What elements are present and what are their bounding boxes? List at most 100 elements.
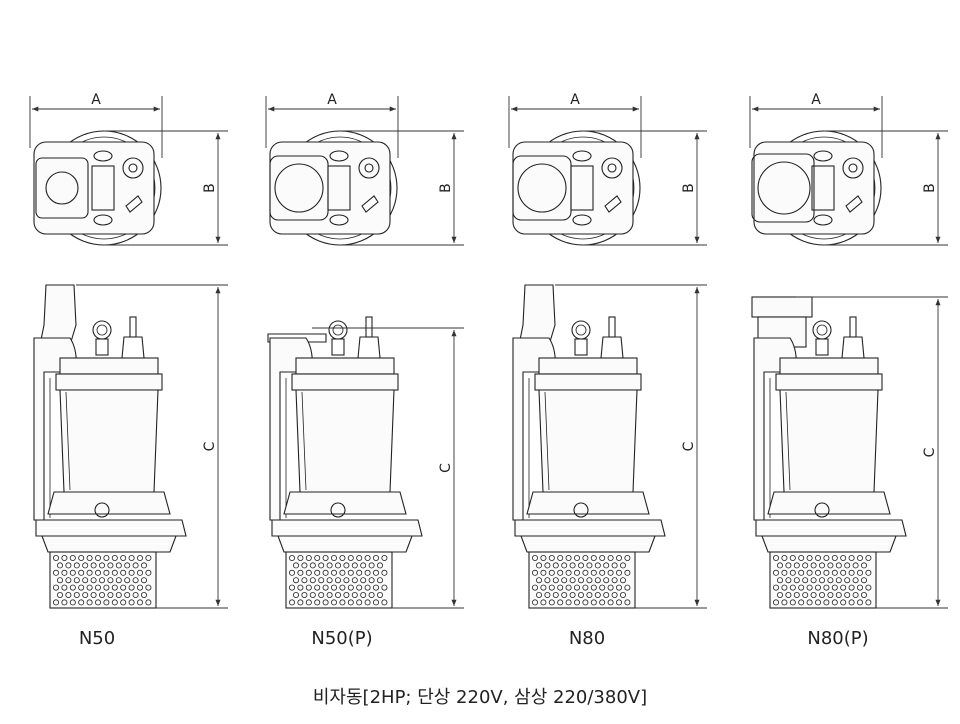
strainer-hole (594, 577, 601, 584)
motor-box (91, 165, 115, 211)
discharge-riser (518, 284, 556, 346)
strainer-hole (773, 569, 780, 576)
strainer-hole (574, 555, 581, 562)
strainer (761, 535, 897, 609)
bolt-lug-icon (94, 502, 110, 518)
eye-bolt-hole (96, 324, 108, 336)
strainer-hole (865, 555, 872, 562)
strainer-hole (57, 562, 64, 569)
strainer-hole (343, 592, 350, 599)
strainer-hole (865, 584, 872, 591)
handle-slot (361, 195, 379, 213)
strainer-hole (781, 555, 788, 562)
top-plate (295, 357, 395, 375)
strainer-hole (819, 577, 826, 584)
strainer-hole (582, 599, 589, 606)
strainer-hole (536, 577, 543, 584)
strainer-hole (124, 562, 131, 569)
strainer-hole (364, 569, 371, 576)
strainer-hole (330, 599, 337, 606)
strainer-hole (574, 599, 581, 606)
lower-housing (283, 491, 407, 515)
strainer-hole (356, 599, 363, 606)
strainer-hole (540, 599, 547, 606)
bolt-bottom (572, 214, 592, 226)
side-view: C (751, 296, 948, 609)
strainer-hole (624, 599, 631, 606)
strainer-hole (330, 584, 337, 591)
strainer-hole (582, 569, 589, 576)
strainer-hole (53, 569, 60, 576)
strainer-hole (82, 562, 89, 569)
strainer-hole (773, 599, 780, 606)
strainer-hole (590, 584, 597, 591)
strainer-hole (305, 584, 312, 591)
strainer-hole (140, 592, 147, 599)
strainer-hole (578, 562, 585, 569)
dim-b-label: B (681, 183, 697, 193)
strainer-hole (594, 592, 601, 599)
strainer-hole (368, 562, 375, 569)
strainer-hole (326, 562, 333, 569)
strainer-hole (844, 592, 851, 599)
strainer-hole (599, 584, 606, 591)
strainer-hole (844, 577, 851, 584)
motor-box (570, 165, 594, 211)
strainer-hole (376, 577, 383, 584)
strainer-hole (136, 584, 143, 591)
motor-edge (785, 391, 791, 491)
top-plate (538, 357, 638, 375)
strainer-hole (314, 569, 321, 576)
flange-ring (775, 373, 883, 391)
eye-bolt-hole (575, 324, 587, 336)
model-caption: N80 (569, 628, 605, 649)
strainer-hole (861, 592, 868, 599)
side-view: C (267, 316, 464, 609)
strainer-hole (145, 584, 152, 591)
strainer-hole (620, 592, 627, 599)
base-plate (514, 519, 666, 537)
strainer-hole (599, 599, 606, 606)
cable-gland-icon (601, 157, 623, 179)
strainer-hole (53, 599, 60, 606)
strainer-hole (552, 577, 559, 584)
strainer-hole (848, 584, 855, 591)
bolt-bottom (93, 214, 113, 226)
strainer-hole (297, 584, 304, 591)
strainer-hole (334, 562, 341, 569)
strainer-hole (540, 584, 547, 591)
strainer-hole (132, 562, 139, 569)
top-view: AB (749, 92, 948, 246)
strainer-hole (793, 592, 800, 599)
strainer-hole (57, 592, 64, 599)
eye-bolt-icon (328, 320, 348, 340)
strainer-hole (364, 599, 371, 606)
cable-gland-center (128, 163, 138, 173)
strainer-hole (544, 562, 551, 569)
strainer-hole (99, 577, 106, 584)
strainer-hole (532, 599, 539, 606)
strainer-hole (111, 584, 118, 591)
strainer-hole (840, 584, 847, 591)
bolt-lug-icon (814, 502, 830, 518)
strainer-hole (540, 555, 547, 562)
dim-c-label: C (922, 447, 938, 457)
eye-bolt-hole (816, 324, 828, 336)
strainer-hole (339, 584, 346, 591)
strainer-hole (802, 577, 809, 584)
eye-bolt-icon (571, 320, 591, 340)
strainer-hole (777, 577, 784, 584)
strainer-hole (360, 577, 367, 584)
strainer-hole (73, 577, 80, 584)
discharge-port (517, 163, 567, 213)
base-plate (755, 519, 907, 537)
strainer-hole (145, 569, 152, 576)
top-view: AB (265, 92, 464, 246)
strainer-hole (544, 577, 551, 584)
strainer-hole (347, 599, 354, 606)
strainer-hole (322, 584, 329, 591)
strainer-hole (616, 584, 623, 591)
